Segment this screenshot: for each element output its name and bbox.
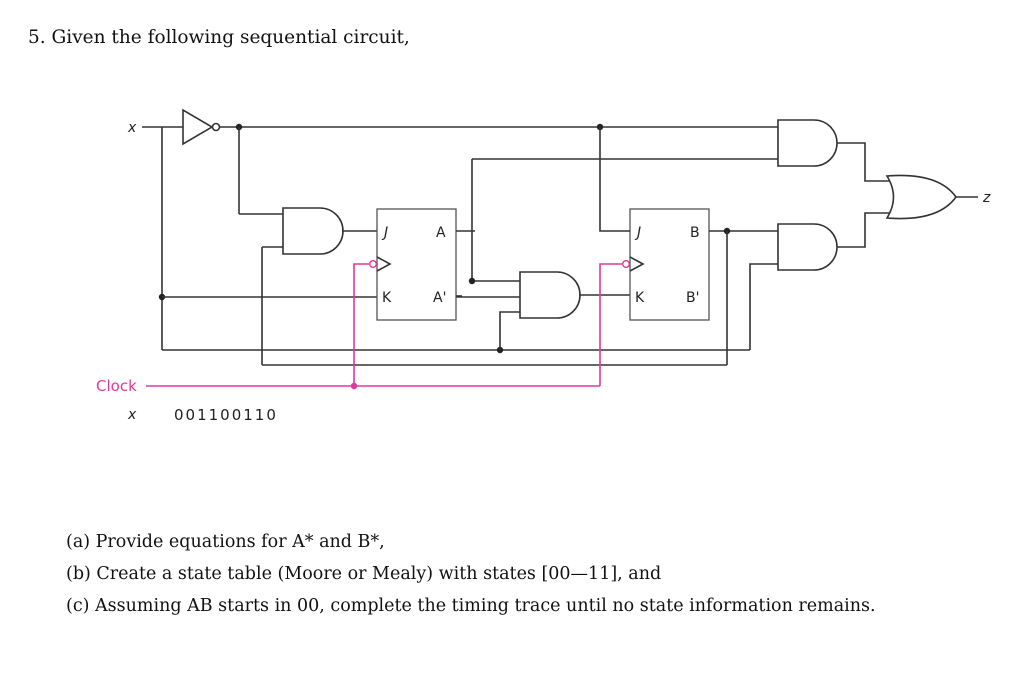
or-gate <box>885 174 957 220</box>
and-gate-2 <box>519 271 581 319</box>
sequence-x-label: x <box>127 407 137 423</box>
jk-flipflop-a <box>376 208 457 321</box>
clock-label: Clock <box>96 377 137 395</box>
part-a: (a) Provide equations for A* and B*, <box>66 532 385 552</box>
ffa-qn-label: A' <box>433 290 446 306</box>
ffb-qn-label: B' <box>686 290 699 306</box>
inverter-gate <box>182 108 214 146</box>
ffb-j-label: J <box>634 225 641 241</box>
part-b: (b) Create a state table (Moore or Mealy… <box>66 564 662 584</box>
question-title: 5. Given the following sequential circui… <box>28 27 410 48</box>
and-gate-4 <box>777 223 838 271</box>
question-parts: (a) Provide equations for A* and B*, (b)… <box>66 530 876 626</box>
and-gate-1 <box>282 207 344 255</box>
output-z-label: z <box>982 190 991 206</box>
ffb-q-label: B <box>690 225 700 241</box>
and-gate-3 <box>777 119 838 167</box>
part-c: (c) Assuming AB starts in 00, complete t… <box>66 596 876 616</box>
input-sequence: 001100110 <box>174 406 278 424</box>
ffb-k-label: K <box>635 290 645 306</box>
ffa-k-label: K <box>382 290 392 306</box>
input-x-label: x <box>127 120 137 136</box>
ffa-q-label: A <box>436 225 446 241</box>
ffa-j-label: J <box>381 225 388 241</box>
